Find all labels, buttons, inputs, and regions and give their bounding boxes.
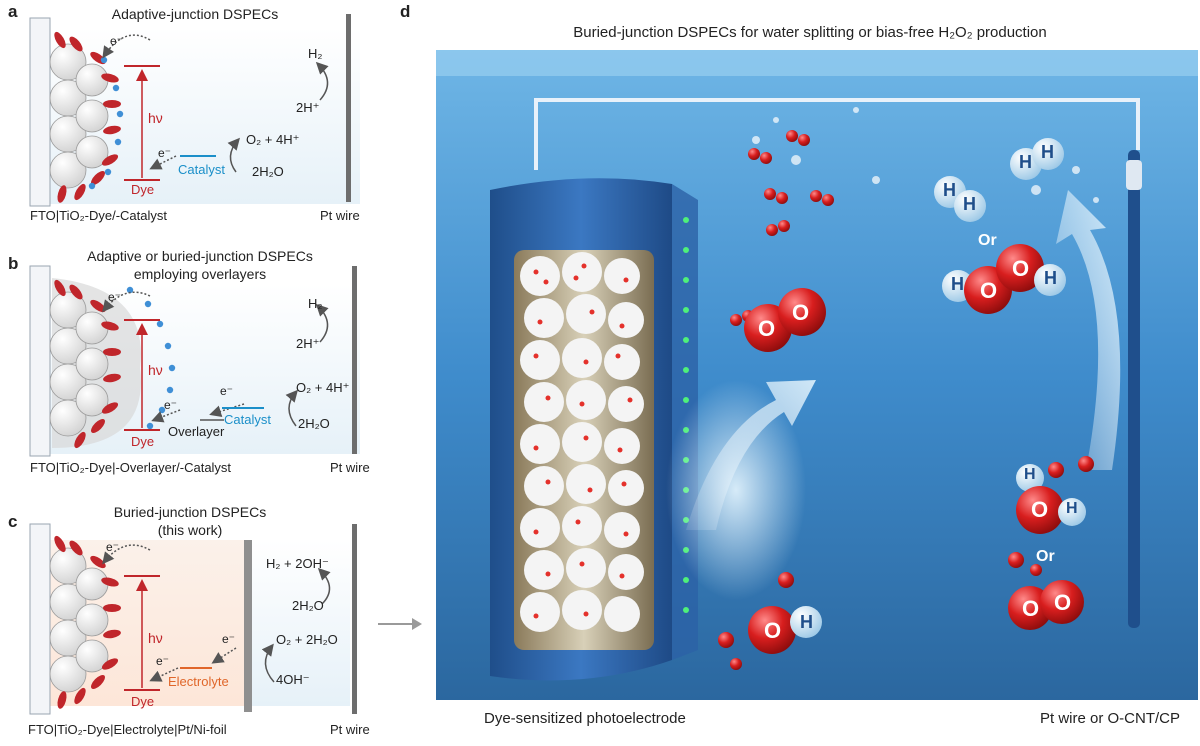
or-label-bottom: Or	[1036, 548, 1055, 565]
panel-b-diagram	[29, 265, 360, 457]
or-label-top: Or	[978, 232, 997, 249]
connector-arrow	[378, 618, 422, 630]
electron-label: e⁻	[110, 34, 124, 48]
catalyst-label: Catalyst	[178, 162, 225, 177]
dye-label: Dye	[131, 694, 155, 709]
panel-c-diagram	[29, 523, 357, 715]
right-caption: Pt wire	[320, 208, 360, 223]
left-caption: FTO|TiO₂-Dye|Electrolyte|Pt/Ni-foil	[28, 722, 227, 737]
panel-b: b Adaptive or buried-junction DSPECs emp…	[0, 248, 400, 488]
atom-h-label: H	[1066, 500, 1078, 517]
hplus-reactant: 2H⁺	[296, 336, 320, 351]
pt-wire	[346, 14, 351, 202]
panel-d-letter: d	[400, 2, 411, 21]
atom-o-label: O	[792, 300, 810, 325]
atom-h-label: H	[951, 274, 964, 294]
panel-d-title: Buried-junction DSPECs for water splitti…	[573, 24, 1047, 41]
atom-h-label: H	[963, 194, 976, 214]
right-caption: Pt wire	[330, 722, 370, 737]
h2o-reactant: 2H₂O	[252, 164, 284, 179]
o2-molecule-right	[1008, 580, 1084, 630]
electron-label: e⁻	[106, 540, 120, 554]
panel-c-letter: c	[8, 512, 18, 531]
atom-h-label: H	[1024, 466, 1036, 483]
h2o-reactant: 2H₂O	[298, 416, 330, 431]
h2-molecule-top	[934, 138, 1064, 222]
tio2-spheres	[520, 252, 644, 632]
left-caption: FTO|TiO₂-Dye/-Catalyst	[30, 208, 167, 223]
atom-h-label: H	[1044, 268, 1057, 288]
oh-reactant: 4OH⁻	[276, 672, 310, 687]
atom-o-label: O	[1054, 590, 1072, 615]
panel-d: d Buried-junction DSPECs for water split…	[400, 0, 1200, 746]
panel-c-title-line1: Buried-junction DSPECs	[113, 504, 267, 520]
atom-o-label: O	[980, 278, 998, 303]
atom-o-label: O	[764, 618, 782, 643]
panel-c-title-line2: (this work)	[157, 522, 223, 538]
counter-electrode-caption: Pt wire or O-CNT/CP	[1040, 710, 1181, 727]
o2-product: O₂ + 2H₂O	[276, 632, 338, 647]
panel-a: a Adaptive-junction DSPECs	[0, 0, 400, 240]
electron-label-2: e⁻	[164, 398, 178, 412]
water-scene	[436, 50, 1198, 700]
oh-molecule	[748, 606, 822, 654]
pt-rod	[1128, 150, 1140, 628]
left-caption: FTO|TiO₂-Dye|-Overlayer/-Catalyst	[30, 460, 232, 475]
panel-a-diagram	[29, 14, 360, 207]
electrolyte-label: Electrolyte	[168, 674, 229, 689]
o2-product: O₂ + 4H⁺	[296, 380, 350, 395]
catalyst-label: Catalyst	[224, 412, 271, 427]
o2-molecule-center	[744, 288, 826, 352]
atom-h-label: H	[1019, 152, 1032, 172]
panel-b-title-line2: employing overlayers	[133, 266, 267, 282]
panel-a-letter: a	[8, 2, 18, 21]
right-caption: Pt wire	[330, 460, 370, 475]
hv-label: hν	[148, 362, 163, 378]
dye-dots	[533, 263, 633, 619]
panel-c: c Buried-junction DSPECs (this work)	[0, 500, 400, 746]
electron-label-2: e⁻	[158, 146, 172, 160]
panel-b-letter: b	[8, 254, 19, 273]
atom-h-label: H	[1041, 142, 1054, 162]
hplus-reactant: 2H⁺	[296, 100, 320, 115]
atom-o-label: O	[1022, 596, 1040, 621]
dye-label: Dye	[131, 434, 155, 449]
dye-label: Dye	[131, 182, 155, 197]
electron-label: e⁻	[108, 290, 122, 304]
pt-ni-foil	[244, 540, 252, 712]
overlayer-label: Overlayer	[168, 424, 225, 439]
fto-plate	[29, 17, 51, 207]
atom-o-label: O	[1012, 256, 1030, 281]
atom-h-label: H	[943, 180, 956, 200]
photoelectrode-caption: Dye-sensitized photoelectrode	[484, 710, 686, 727]
electron-label-3: e⁻	[220, 384, 234, 398]
h2-product: H₂	[308, 46, 323, 61]
panel-b-title-line1: Adaptive or buried-junction DSPECs	[87, 248, 313, 264]
electron-label-2: e⁻	[156, 654, 170, 668]
h2o-top: 2H₂O	[292, 598, 324, 613]
panel-a-title: Adaptive-junction DSPECs	[111, 6, 279, 22]
atom-h-label: H	[800, 612, 813, 632]
h2o-molecule-right	[1016, 464, 1086, 534]
h2o2-molecule	[942, 244, 1066, 314]
h2-product: H₂ + 2OH⁻	[266, 556, 329, 571]
o2-product: O₂ + 4H⁺	[246, 132, 300, 147]
atom-o-label: O	[1031, 497, 1049, 522]
h2-product: H₂	[308, 296, 323, 311]
atom-o-label: O	[758, 316, 776, 341]
hv-label: hν	[148, 630, 163, 646]
electron-label-3: e⁻	[222, 632, 236, 646]
hv-label: hν	[148, 110, 163, 126]
